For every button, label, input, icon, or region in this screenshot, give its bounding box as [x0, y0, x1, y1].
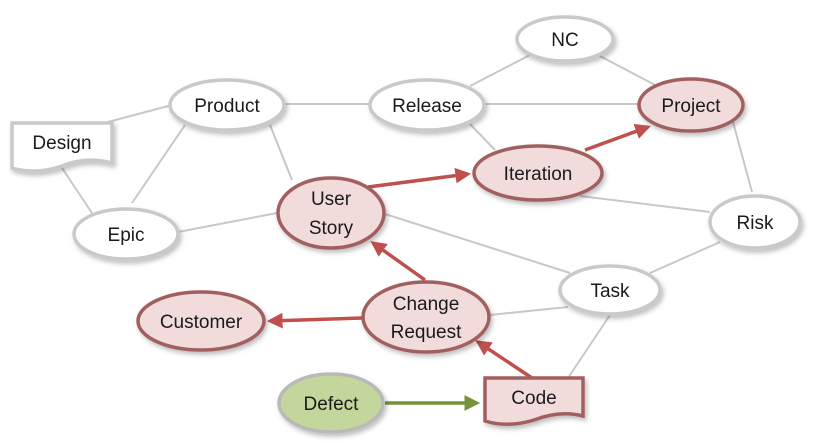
edge-design-epic — [61, 167, 93, 214]
node-change-request-label-line2: Request — [391, 322, 462, 343]
node-iteration-shape — [472, 144, 604, 202]
node-design-shape — [10, 121, 114, 173]
arrow-changerequest-customer — [266, 312, 363, 329]
node-release-label: Release — [392, 96, 462, 117]
node-product-label: Product — [194, 96, 260, 117]
node-customer-label: Customer — [160, 312, 243, 333]
node-product-shape — [168, 78, 286, 132]
node-user-story-label-line2: Story — [309, 218, 354, 239]
node-nc[interactable] — [515, 15, 615, 63]
edge-release-iteration — [469, 123, 496, 151]
arrow-code-changerequest — [475, 340, 533, 380]
edge-product-epic — [131, 124, 186, 204]
node-task-shape — [558, 264, 662, 316]
node-defect-shape — [277, 372, 385, 434]
node-user-story[interactable] — [276, 176, 386, 250]
node-nc-label: NC — [551, 30, 578, 51]
node-project[interactable] — [637, 77, 745, 133]
arrow-userstory-iteration — [367, 167, 472, 189]
edge-epic-userstory — [177, 212, 278, 233]
node-change-request-label-line1: Change — [393, 294, 460, 315]
node-release-shape — [368, 78, 486, 132]
node-project-label: Project — [661, 96, 721, 117]
node-project-shape — [637, 77, 745, 133]
connector-lines — [61, 54, 753, 379]
node-epic-label: Epic — [108, 225, 145, 246]
edge-iteration-risk — [579, 195, 711, 213]
node-risk[interactable] — [708, 194, 802, 250]
node-product[interactable] — [168, 78, 286, 132]
node-iteration-label: Iteration — [504, 164, 573, 185]
node-design[interactable] — [10, 121, 114, 173]
node-epic-shape — [72, 207, 180, 261]
node-customer-shape — [136, 290, 266, 352]
arrow-changerequest-userstory — [370, 241, 427, 282]
node-task-label: Task — [590, 281, 630, 302]
node-iteration[interactable] — [472, 144, 604, 202]
edge-product-userstory — [269, 124, 293, 181]
node-code-shape — [483, 376, 585, 426]
node-defect-label: Defect — [304, 394, 360, 415]
edge-design-product — [107, 104, 173, 123]
node-design-label: Design — [32, 133, 91, 154]
node-risk-shape — [708, 194, 802, 250]
node-code-label: Code — [511, 388, 556, 409]
node-code[interactable] — [483, 376, 585, 426]
node-nc-shape — [515, 15, 615, 63]
node-user-story-label-line1: User — [311, 189, 352, 210]
node-release[interactable] — [368, 78, 486, 132]
node-user-story-shape — [276, 176, 386, 250]
node-customer[interactable] — [136, 290, 266, 352]
node-defect[interactable] — [277, 372, 385, 434]
arrow-iteration-project — [584, 123, 651, 152]
node-task[interactable] — [558, 264, 662, 316]
edge-nc-project — [597, 54, 656, 86]
node-change-request-shape — [361, 280, 491, 354]
node-risk-label: Risk — [737, 213, 774, 234]
edge-userstory-task — [384, 213, 571, 274]
relationship-arrows — [266, 123, 651, 411]
edge-release-nc — [469, 54, 531, 87]
node-epic[interactable] — [72, 207, 180, 261]
edge-changerequest-task — [489, 306, 569, 316]
edge-code-task — [567, 311, 613, 379]
edge-task-risk — [649, 241, 721, 274]
edge-project-risk — [732, 121, 753, 193]
node-change-request[interactable] — [361, 280, 491, 354]
